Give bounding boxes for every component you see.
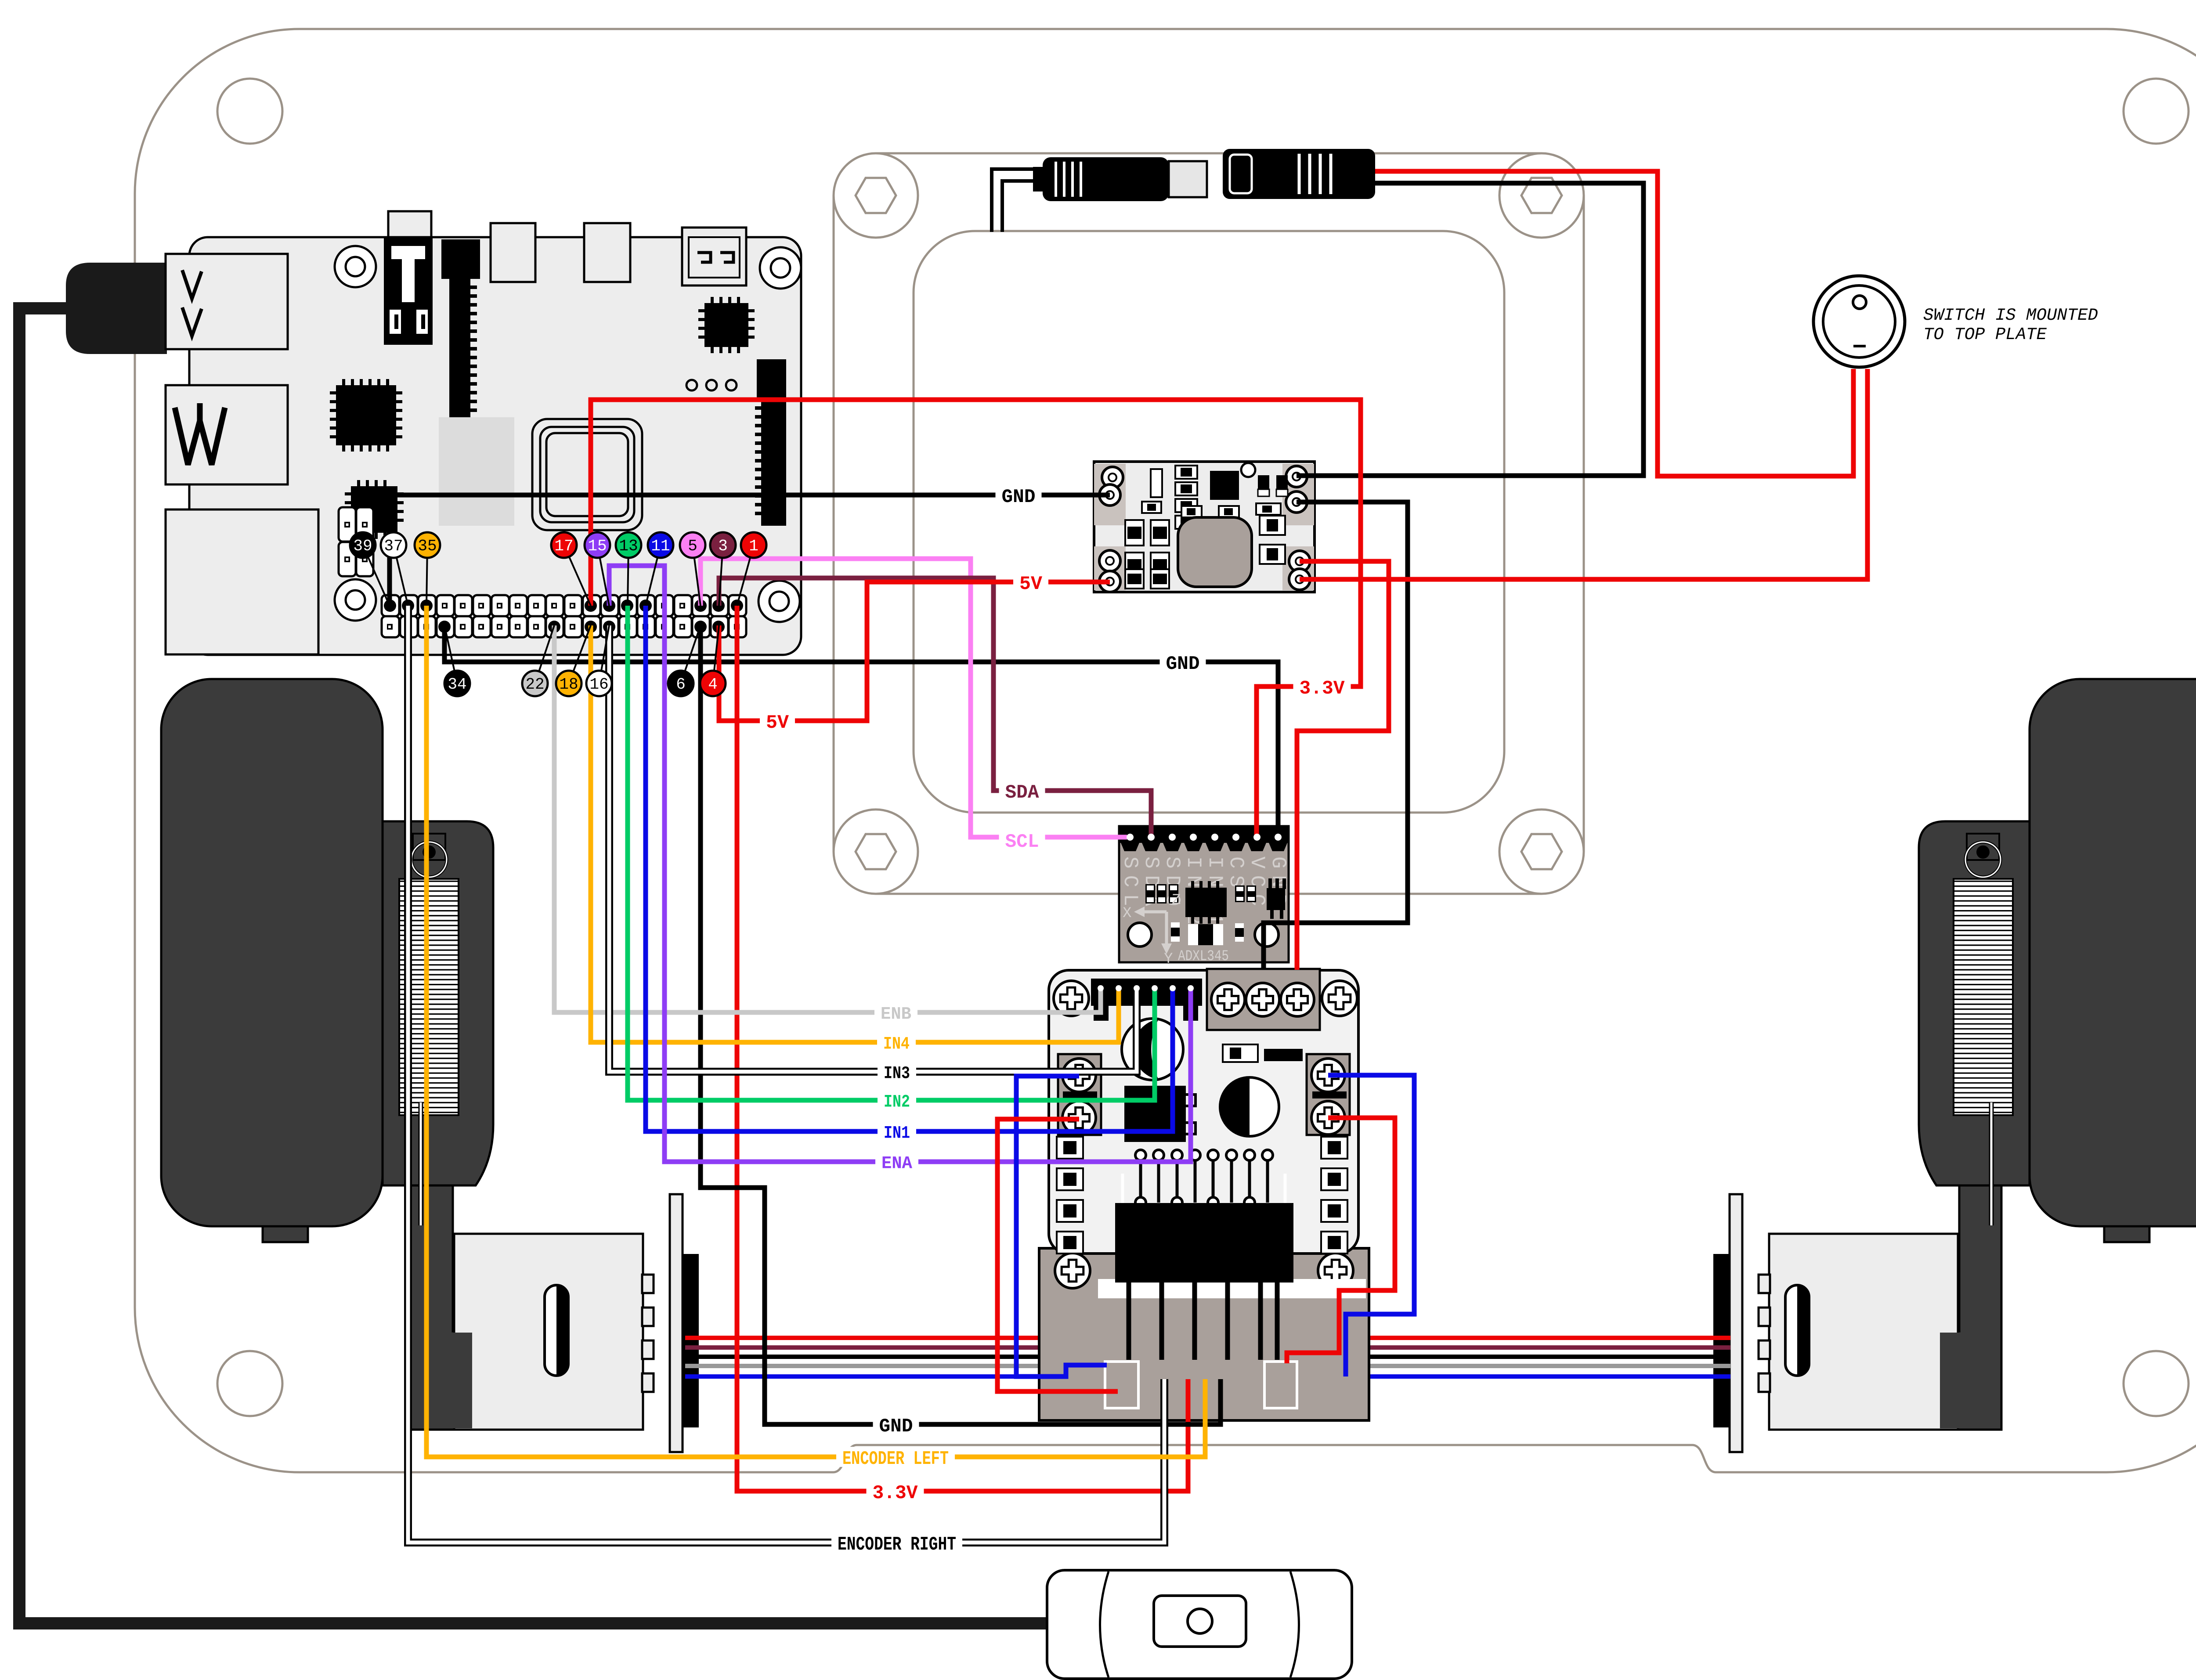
svg-text:ADXL345: ADXL345 (1178, 948, 1229, 965)
svg-text:37: 37 (384, 537, 403, 555)
svg-text:5: 5 (688, 537, 697, 555)
svg-text:4: 4 (708, 676, 718, 694)
svg-text:11: 11 (651, 537, 670, 555)
svg-text:SDA: SDA (1005, 782, 1040, 804)
svg-text:X: X (1123, 905, 1131, 922)
svg-text:5V: 5V (1019, 573, 1043, 595)
svg-text:VCC: VCC (1246, 856, 1268, 913)
svg-text:IN1: IN1 (884, 1124, 910, 1143)
svg-text:3.3V: 3.3V (873, 1482, 918, 1504)
svg-text:IN2: IN2 (884, 1092, 910, 1112)
svg-text:15: 15 (588, 537, 607, 555)
svg-text:3.3V: 3.3V (1300, 678, 1345, 700)
svg-text:5V: 5V (766, 712, 789, 734)
svg-text:ENA: ENA (881, 1154, 912, 1174)
svg-text:39: 39 (353, 537, 372, 555)
svg-text:16: 16 (589, 676, 608, 694)
svg-text:IN4: IN4 (883, 1034, 910, 1054)
svg-text:13: 13 (619, 537, 638, 555)
svg-text:IN3: IN3 (884, 1064, 910, 1084)
svg-text:34: 34 (448, 676, 466, 694)
svg-text:6: 6 (676, 676, 686, 694)
svg-text:GND: GND (1002, 486, 1036, 508)
svg-text:GND: GND (879, 1416, 913, 1438)
svg-text:SCL: SCL (1119, 856, 1141, 913)
svg-text:1: 1 (749, 537, 758, 555)
svg-text:GND: GND (1166, 653, 1200, 675)
svg-text:ENB: ENB (881, 1004, 911, 1024)
svg-text:TO TOP PLATE: TO TOP PLATE (1923, 325, 2047, 344)
svg-text:ENCODER LEFT: ENCODER LEFT (842, 1448, 949, 1470)
svg-text:22: 22 (525, 676, 544, 694)
svg-text:35: 35 (418, 537, 437, 555)
svg-text:ENCODER RIGHT: ENCODER RIGHT (838, 1534, 956, 1556)
svg-text:Y: Y (1164, 951, 1173, 968)
svg-text:Z: Z (1172, 892, 1181, 909)
svg-text:18: 18 (559, 676, 578, 694)
svg-text:SCL: SCL (1005, 831, 1039, 853)
svg-text:SWITCH IS MOUNTED: SWITCH IS MOUNTED (1923, 306, 2098, 325)
svg-text:3: 3 (718, 537, 728, 555)
svg-text:17: 17 (554, 537, 573, 555)
